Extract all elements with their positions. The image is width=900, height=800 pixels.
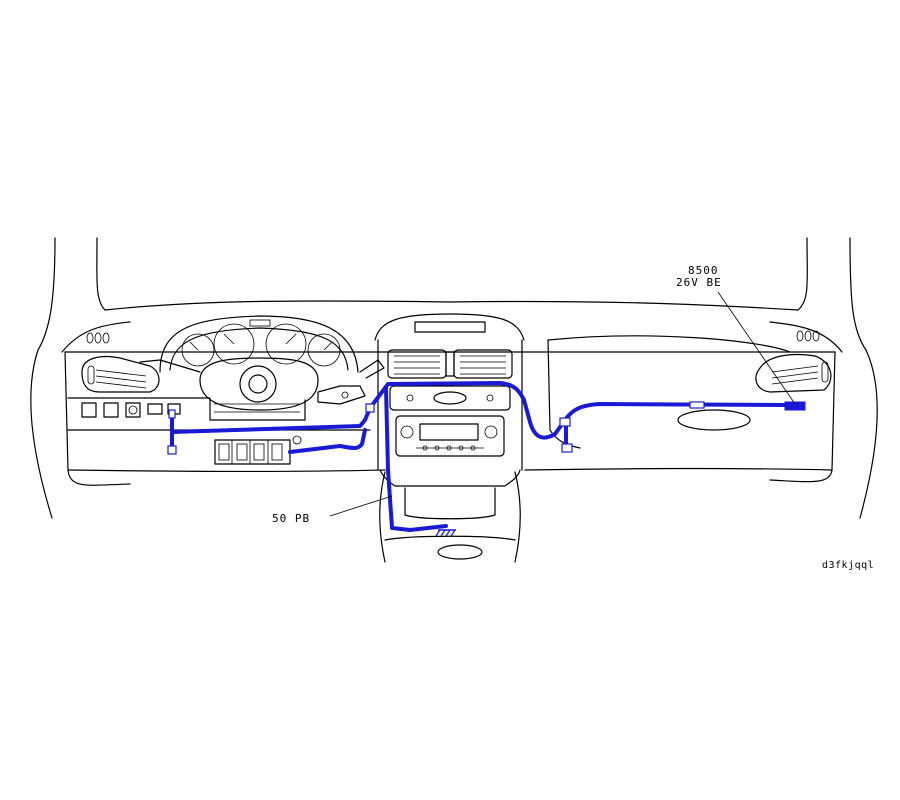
- radio-unit: [395, 415, 505, 457]
- left-a-pillar-inner: [96, 237, 106, 311]
- lower-console: [379, 471, 521, 563]
- left-switch-bank: [81, 402, 181, 418]
- right-speaker-holes: [796, 330, 820, 342]
- harness-main-left: [170, 381, 787, 452]
- wiring-harness: [170, 381, 787, 532]
- connector-upper: [365, 403, 375, 413]
- steering-wheel: [139, 357, 385, 421]
- right-a-pillar-inner: [797, 237, 808, 311]
- right-a-pillar: [849, 237, 878, 519]
- label-ground-50pb: 50 PB: [272, 512, 310, 525]
- connector-left-top: [168, 409, 176, 419]
- left-speaker-holes: [86, 332, 110, 344]
- instrument-cluster: [159, 315, 359, 373]
- leader-line-8500: [717, 291, 796, 405]
- connector-glovebox: [561, 443, 573, 453]
- center-air-vents: [387, 349, 513, 379]
- dash-lower-edge-right: [769, 469, 833, 483]
- dashboard-outline: [30, 237, 878, 563]
- connector-left-small: [167, 445, 177, 455]
- harness-ground-run: [384, 386, 448, 532]
- label-connector-8500: 8500: [688, 264, 719, 277]
- dash-upper-contour: [61, 321, 843, 353]
- dash-face-bottom: [67, 467, 833, 473]
- left-air-vent: [81, 355, 160, 393]
- center-console: [374, 313, 525, 487]
- ground-symbol-icon: [435, 529, 456, 537]
- connectors: [167, 401, 806, 455]
- connector-8500: [784, 401, 806, 411]
- connector-center: [559, 417, 571, 427]
- right-air-vent: [755, 353, 832, 393]
- label-connector-8500-spec: 26V BE: [676, 276, 722, 289]
- leader-line-50pb: [329, 495, 393, 517]
- glovebox-area: [547, 335, 791, 449]
- dash-lower-edge-left: [67, 469, 131, 486]
- fuse-box: [214, 435, 302, 465]
- harness-fusebox-branch: [288, 428, 367, 454]
- drawing-reference: d3fkjqql: [822, 560, 874, 571]
- dash-top-edge: [104, 300, 799, 311]
- dash-face-right: [831, 351, 836, 471]
- connector-mid-right: [689, 401, 705, 409]
- left-a-pillar: [30, 237, 56, 519]
- dash-face-left: [64, 351, 69, 471]
